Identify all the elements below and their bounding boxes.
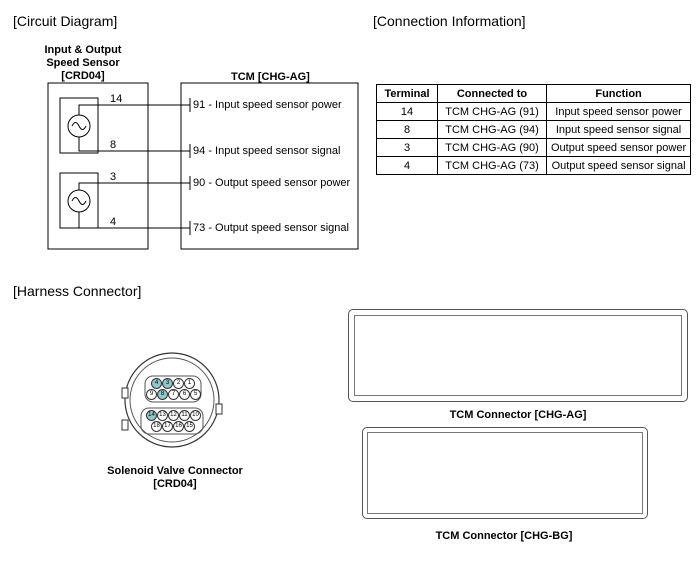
- solenoid-pin: 12: [168, 410, 179, 421]
- sensor-box: [47, 82, 149, 250]
- circuit-diagram-title: [Circuit Diagram]: [13, 13, 118, 29]
- wire-3: [78, 182, 190, 190]
- solenoid-bottom-block: [140, 407, 204, 435]
- chg-bg-connector-inner: [367, 432, 643, 514]
- solenoid-pin: 10: [190, 410, 201, 421]
- tcm-pin-90: 90 - Output speed sensor power: [193, 177, 351, 189]
- tcm-pin-73: 73 - Output speed sensor signal: [193, 222, 349, 234]
- solenoid-pin: 8: [157, 389, 168, 400]
- solenoid-pin: 17: [162, 421, 173, 432]
- solenoid-pin: 18: [151, 421, 162, 432]
- wire-4: [78, 212, 190, 229]
- wire-8: [78, 137, 190, 152]
- wire-terminal-14: 14: [110, 93, 123, 105]
- solenoid-connector-outer: [124, 352, 220, 448]
- solenoid-pin: 4: [151, 378, 162, 389]
- table-header: Connected to: [437, 84, 547, 103]
- chg-bg-connector: [362, 427, 648, 519]
- input-sine-icon: [71, 122, 87, 130]
- table-cell: Input speed sensor signal: [545, 120, 692, 139]
- solenoid-label: Solenoid Valve Connector [CRD04]: [95, 465, 255, 491]
- table-cell: Output speed sensor power: [545, 138, 692, 157]
- chg-bg-caption: TCM Connector [CHG-BG]: [435, 530, 573, 542]
- output-sine-icon: [71, 197, 87, 205]
- table-cell: 4: [376, 156, 438, 175]
- solenoid-tab-left2: [121, 419, 129, 431]
- solenoid-pin: 15: [184, 421, 195, 432]
- solenoid-pin: 7: [168, 389, 179, 400]
- solenoid-label-line2: [CRD04]: [153, 478, 197, 490]
- solenoid-top-block: [144, 375, 202, 403]
- tcm-pin-91: 91 - Input speed sensor power: [193, 99, 342, 111]
- sensor-title-line2: Speed Sensor: [46, 57, 120, 69]
- solenoid-tab-left: [121, 387, 129, 399]
- solenoid-pin: 2: [173, 378, 184, 389]
- solenoid-pin: 1: [184, 378, 195, 389]
- chg-ag-caption: TCM Connector [CHG-AG]: [449, 409, 587, 421]
- solenoid-pin: 16: [173, 421, 184, 432]
- wire-terminal-4: 4: [110, 216, 117, 228]
- solenoid-pin: 9: [146, 389, 157, 400]
- solenoid-pin: 3: [162, 378, 173, 389]
- input-sensor-element: [59, 97, 99, 154]
- solenoid-connector-inner: [129, 357, 215, 443]
- tcm-title: TCM [CHG-AG]: [231, 71, 310, 83]
- solenoid-label-line1: Solenoid Valve Connector: [107, 465, 243, 477]
- sensor-title: Input & Output Speed Sensor [CRD04]: [28, 44, 138, 83]
- solenoid-pin: 6: [179, 389, 190, 400]
- table-cell: Input speed sensor power: [545, 102, 692, 121]
- connection-info-title: [Connection Information]: [373, 13, 526, 29]
- table-cell: Output speed sensor signal: [545, 156, 692, 175]
- chg-ag-connector-inner: [354, 315, 682, 396]
- table-header-row: Terminal Connected to Function: [376, 84, 692, 103]
- chg-ag-connector: [348, 309, 688, 402]
- sensor-title-line1: Input & Output: [44, 44, 122, 56]
- table-cell: TCM CHG-AG (73): [437, 156, 547, 175]
- wire-terminal-8: 8: [110, 139, 117, 151]
- solenoid-pin: 14: [146, 410, 157, 421]
- solenoid-pin: 11: [179, 410, 190, 421]
- wire-terminal-3: 3: [110, 171, 117, 183]
- wire-14: [78, 104, 190, 115]
- solenoid-tab-right: [215, 403, 223, 415]
- tcm-box: [180, 82, 359, 250]
- solenoid-pin: 5: [190, 389, 201, 400]
- table-header: Function: [545, 84, 692, 103]
- solenoid-pin: 13: [157, 410, 168, 421]
- sensor-title-line3: [CRD04]: [61, 70, 105, 82]
- tcm-pin-94: 94 - Input speed sensor signal: [193, 145, 341, 157]
- table-cell: TCM CHG-AG (91): [437, 102, 547, 121]
- harness-connector-title: [Harness Connector]: [13, 283, 142, 299]
